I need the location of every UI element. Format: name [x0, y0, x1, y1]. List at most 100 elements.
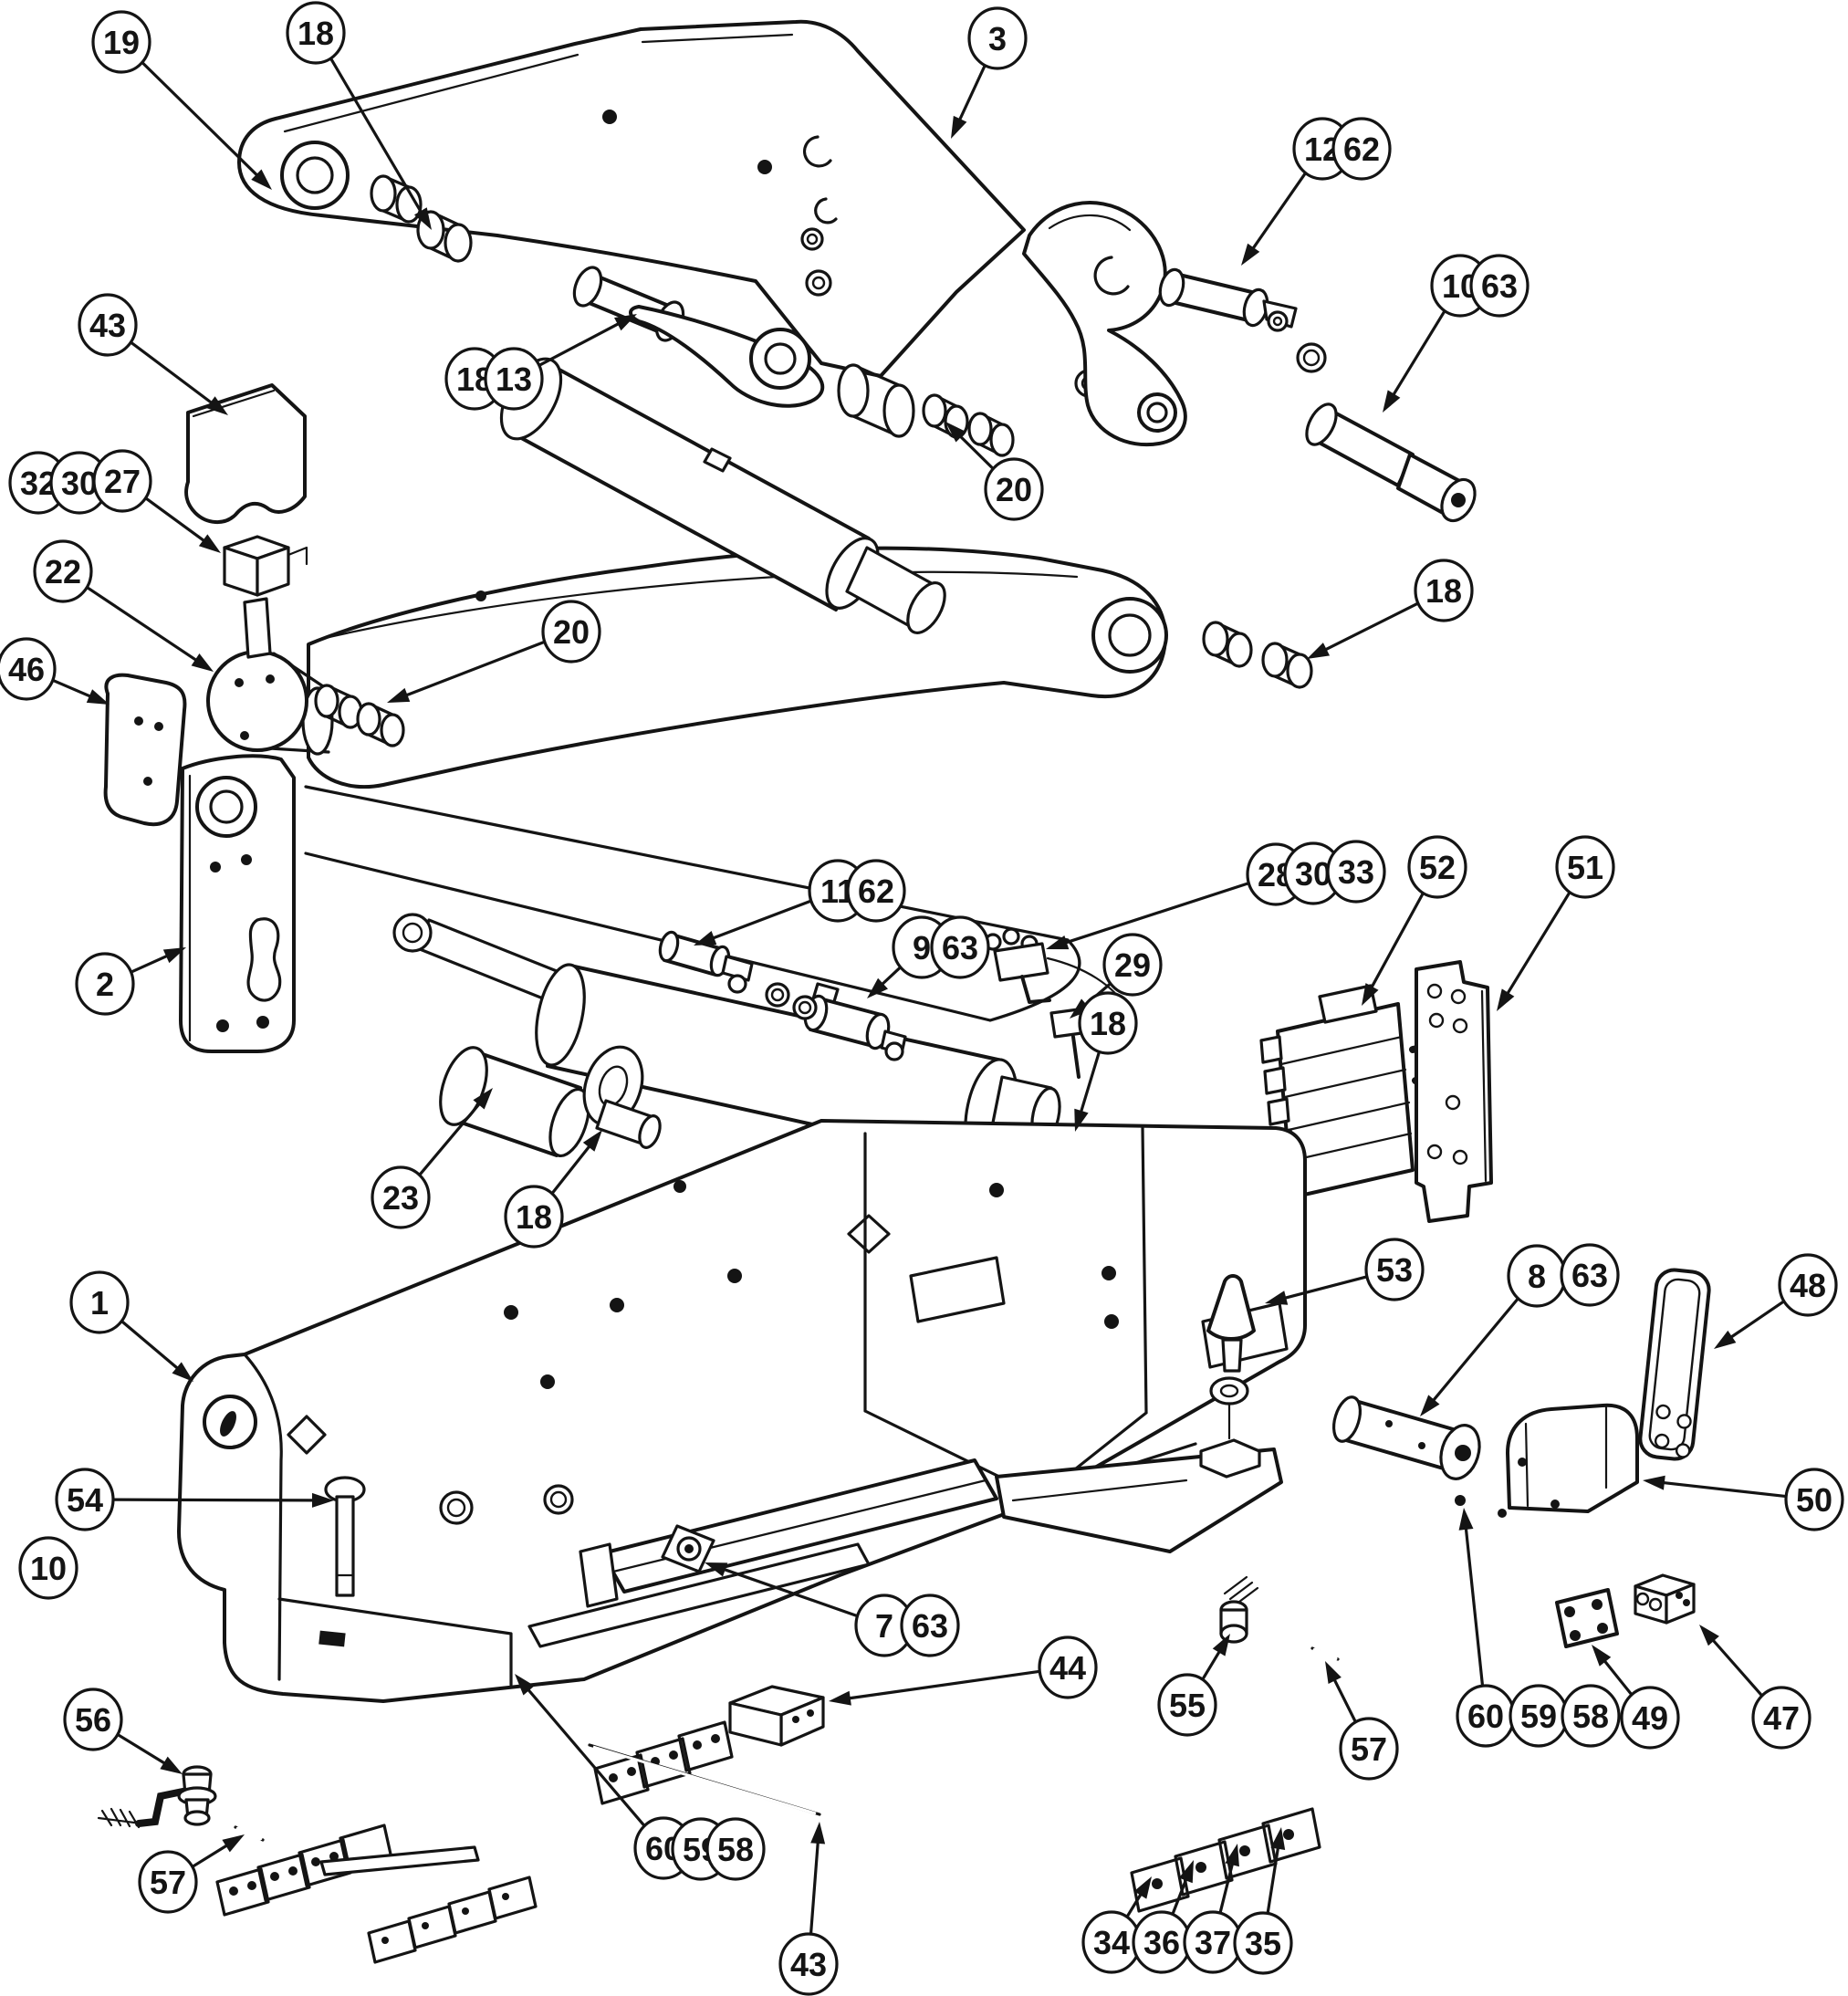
svg-text:34: 34	[1093, 1924, 1130, 1961]
svg-text:3: 3	[988, 20, 1007, 57]
leader-arrowhead	[1212, 1634, 1230, 1656]
callout-57-51: 57	[138, 1850, 198, 1914]
wedge-plate-stack	[215, 1824, 393, 1917]
valve-bank-group	[1259, 960, 1493, 1223]
callout-43-55: 43	[778, 1932, 839, 1996]
leader-arrowhead	[311, 1492, 334, 1508]
callout-20-17: 20	[541, 600, 601, 664]
svg-text:57: 57	[1351, 1730, 1387, 1768]
leader-arrowhead	[1225, 1844, 1239, 1867]
svg-text:55: 55	[1169, 1687, 1206, 1724]
diamond-hole	[287, 1415, 327, 1455]
screw	[1455, 1495, 1466, 1506]
leader-arrowhead	[694, 931, 717, 946]
snap-ring	[802, 135, 832, 168]
link-arm	[629, 305, 915, 438]
svg-text:18: 18	[516, 1198, 552, 1236]
leader-line-36	[1170, 1878, 1187, 1918]
pivot-pin-10	[1305, 402, 1477, 523]
callout-1-36: 1	[69, 1270, 130, 1334]
leader-arrowhead	[1325, 1661, 1342, 1685]
leader-arrowhead	[1307, 643, 1331, 659]
svg-text:9: 9	[913, 929, 931, 967]
leader-arrowhead	[172, 1362, 193, 1382]
leader-arrowhead	[160, 1756, 183, 1774]
main-frame-body	[177, 1119, 1307, 1703]
swivel-block-27	[223, 535, 308, 597]
leader-line-44	[849, 1669, 1041, 1700]
leader-line-13	[537, 322, 620, 368]
svg-text:56: 56	[75, 1701, 111, 1739]
leader-line-48	[1730, 1299, 1786, 1339]
leader-arrowhead	[1420, 1395, 1440, 1416]
leader-arrowhead	[1265, 1291, 1289, 1305]
callout-54-38: 54	[55, 1468, 115, 1531]
leader-line-47	[1712, 1639, 1765, 1698]
svg-text:27: 27	[104, 463, 141, 500]
leader-arrowhead	[810, 1822, 826, 1844]
callout-34-56: 34	[1081, 1910, 1142, 1974]
bushing-pair-20	[922, 393, 1015, 457]
svg-text:36: 36	[1143, 1924, 1180, 1961]
leader-line-18	[329, 56, 423, 213]
leader-line-53	[1284, 1275, 1369, 1300]
leader-line-46	[50, 678, 91, 698]
leader-line-18	[549, 1145, 590, 1197]
svg-text:48: 48	[1790, 1267, 1826, 1304]
callout-33-25: 33	[1326, 840, 1386, 904]
leader-arrowhead	[945, 422, 966, 443]
cylinder-port	[703, 447, 732, 473]
callout-29-26: 29	[1102, 933, 1163, 997]
svg-text:51: 51	[1567, 849, 1603, 886]
callout-63-41: 63	[900, 1594, 960, 1657]
leader-arrowhead	[198, 534, 221, 553]
leader-arrowhead	[867, 977, 889, 998]
leader-line-27	[143, 496, 205, 542]
hole	[602, 110, 617, 124]
callout-43-7: 43	[78, 293, 138, 357]
leader-arrowhead	[1497, 988, 1515, 1011]
svg-text:13: 13	[496, 361, 532, 398]
bushing	[370, 174, 423, 224]
callout-22-15: 22	[33, 539, 93, 603]
svg-text:1: 1	[90, 1284, 109, 1322]
leader-line-18	[1080, 1049, 1101, 1113]
svg-text:22: 22	[45, 553, 81, 590]
pin-9	[803, 994, 907, 1061]
leader-line-43	[809, 1842, 820, 1938]
callout-63-34: 63	[1560, 1243, 1620, 1307]
svg-text:19: 19	[103, 24, 140, 61]
mid-boom-arm	[307, 546, 1167, 789]
upper-boom-plate	[237, 19, 1026, 378]
leader-arrowhead	[86, 689, 110, 705]
callout-18-1: 18	[286, 1, 346, 65]
callout-63-22: 63	[930, 915, 990, 979]
pivot-plate-2	[179, 754, 296, 1053]
pin-8	[1331, 1395, 1481, 1480]
leader-line-20	[405, 640, 547, 696]
svg-text:58: 58	[717, 1831, 754, 1868]
callout-57-50: 57	[1339, 1717, 1399, 1781]
boom-edge-detail	[283, 33, 794, 133]
callout-53-32: 53	[1364, 1238, 1425, 1301]
leader-line-60	[1464, 1528, 1485, 1689]
slot	[318, 1630, 346, 1647]
svg-text:63: 63	[942, 929, 978, 967]
callout-18-31: 18	[504, 1185, 564, 1249]
pin-57	[1310, 1646, 1340, 1661]
callout-18-29: 18	[1078, 991, 1138, 1055]
shim-bar	[319, 1845, 480, 1876]
svg-text:33: 33	[1338, 853, 1374, 891]
callout-50-37: 50	[1784, 1468, 1844, 1531]
leader-arrowhead	[951, 115, 967, 139]
leader-line-19	[140, 60, 258, 176]
svg-text:63: 63	[912, 1607, 948, 1645]
hole	[757, 160, 772, 174]
svg-text:53: 53	[1376, 1251, 1413, 1289]
svg-text:8: 8	[1528, 1258, 1546, 1295]
leader-arrowhead	[1592, 1645, 1612, 1667]
svg-text:29: 29	[1114, 946, 1151, 984]
frame-slot	[909, 1256, 1006, 1323]
upper-boom-assembly	[237, 19, 1477, 523]
